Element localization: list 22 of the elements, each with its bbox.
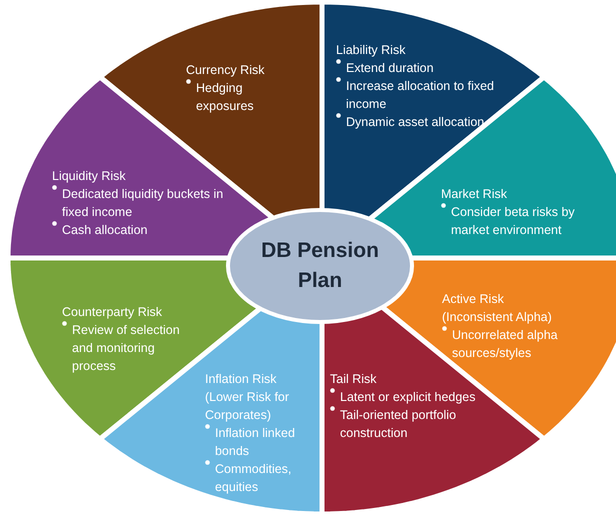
risk-heading: Tail Risk	[330, 371, 378, 388]
bullet-item: Commodities, equities	[204, 460, 315, 496]
bullet-item: Tail-oriented portfolio construction	[330, 406, 480, 442]
bullet-item: Review of selection and monitoring process	[62, 321, 194, 375]
bullet-item: Extend duration	[336, 59, 496, 77]
bullet-item: Consider beta risks by market environment	[441, 202, 606, 239]
bullet-item: Increase allocation to fixed income	[336, 77, 496, 113]
risk-heading: Liquidity Risk	[52, 168, 127, 185]
risk-heading: Market Risk	[441, 186, 508, 203]
risk-heading: Liability Risk	[336, 42, 406, 59]
risk-heading: Counterparty Risk	[62, 304, 164, 321]
bullet-item: Cash allocation	[52, 220, 232, 239]
risk-heading: Inflation Risk (Lower Risk for Corporates)	[204, 371, 290, 424]
bullet-item: Hedging exposures	[186, 79, 286, 115]
bullet-item: Inflation linked bonds	[204, 424, 315, 460]
bullet-item: Dynamic asset allocation	[336, 113, 496, 131]
center-title: DB Pension Plan	[260, 238, 380, 294]
bullet-item: Dedicated liquidity buckets in fixed income	[52, 184, 232, 221]
risk-heading: Active Risk (Inconsistent Alpha)	[442, 291, 553, 326]
bullet-item: Uncorrelated alpha sources/styles	[442, 326, 577, 362]
risk-heading: Currency Risk	[186, 62, 266, 79]
bullet-item: Latent or explicit hedges	[330, 388, 480, 406]
